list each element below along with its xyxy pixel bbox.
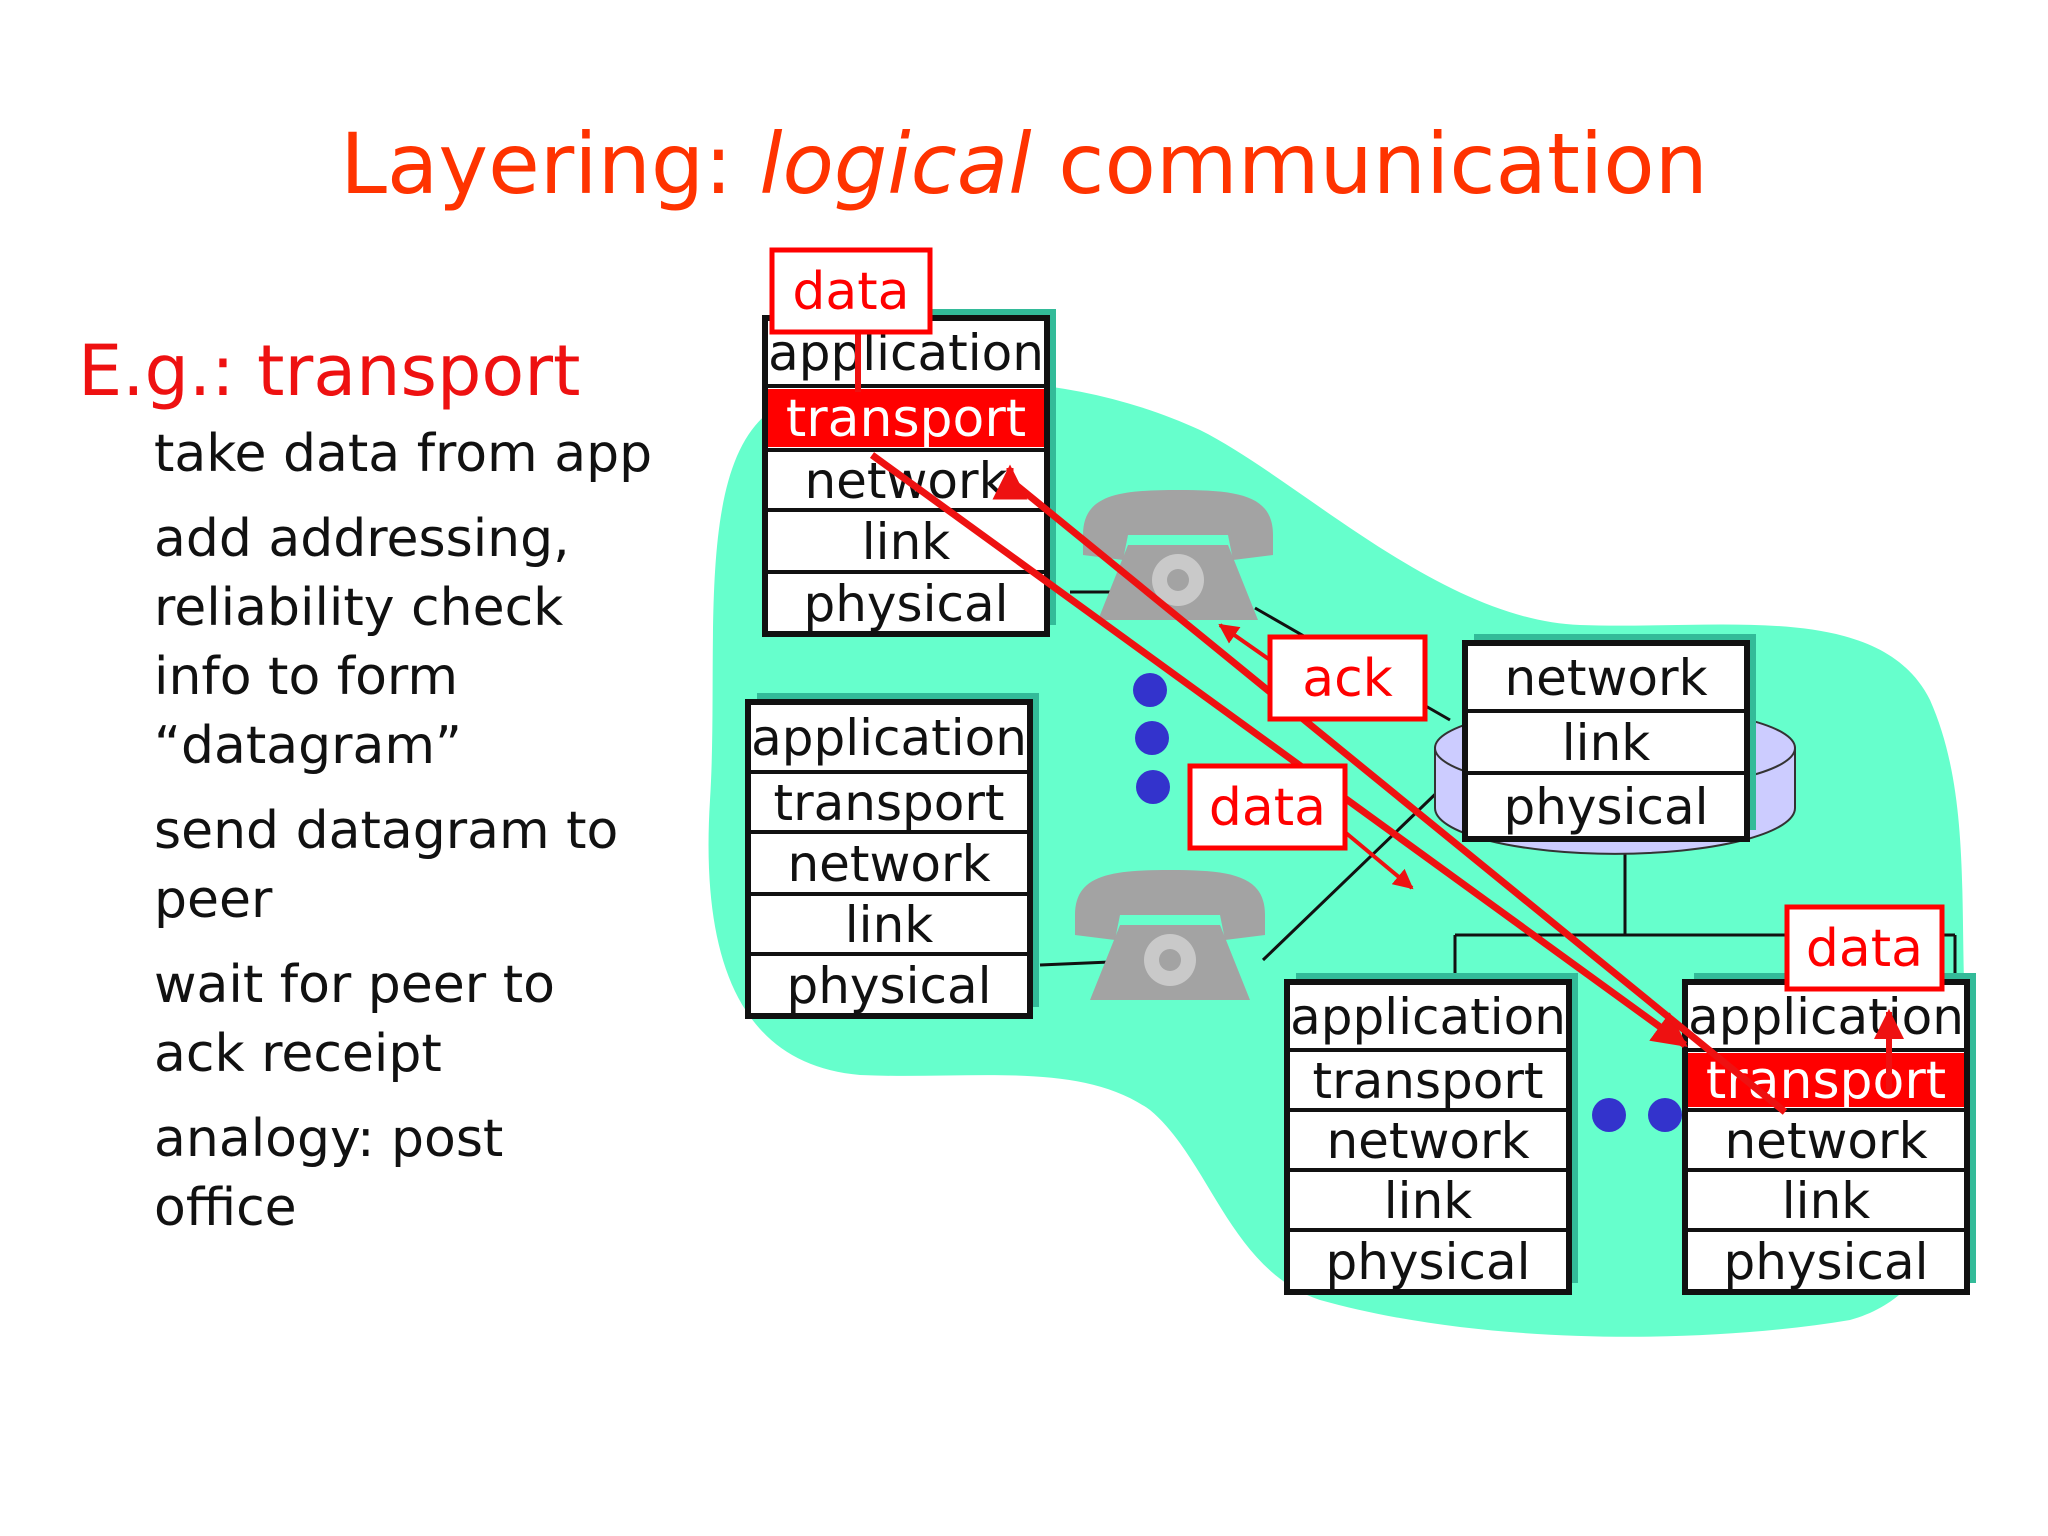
layer-network: network [1287, 1108, 1569, 1170]
layer-label: transport [1312, 1052, 1543, 1110]
bullet-item: send datagram to peer [154, 797, 714, 935]
message-label-data-top: data [769, 247, 933, 335]
layer-link: link [1287, 1168, 1569, 1230]
layer-label: link [1782, 1172, 1870, 1230]
layer-physical: physical [1465, 771, 1747, 836]
layer-label: physical [787, 957, 992, 1015]
layer-label: link [1384, 1172, 1472, 1230]
layer-label: network [1724, 1112, 1927, 1170]
bullet-line: take data from app [154, 424, 653, 484]
bullet-line: analogy: post [154, 1109, 504, 1169]
layer-link: link [748, 892, 1030, 954]
layer-label: physical [804, 575, 1009, 633]
ellipsis-dot [1592, 1098, 1626, 1132]
layer-label: physical [1724, 1233, 1929, 1291]
layer-label: link [862, 513, 950, 571]
flow-arrow [1218, 623, 1272, 662]
layer-transport: transport [1287, 1048, 1569, 1110]
layer-label: link [845, 896, 933, 954]
bullet-item: wait for peer to ack receipt [154, 951, 714, 1089]
layer-label: transport [773, 774, 1004, 832]
layer-physical: physical [1685, 1228, 1967, 1291]
bullet-line: reliability check [154, 578, 564, 638]
layer-network: network [1468, 646, 1744, 708]
layer-label: physical [1504, 778, 1709, 836]
protocol-stack-router: network link physical [1462, 634, 1756, 842]
flow-arrow [1007, 477, 1788, 1115]
layer-label: network [787, 835, 990, 893]
layer-physical: physical [1287, 1228, 1569, 1291]
message-label-text: data [1806, 919, 1923, 979]
layer-link: link [1685, 1168, 1967, 1230]
layer-application: application [1290, 985, 1566, 1047]
ellipsis-dot [1136, 770, 1170, 804]
bullet-line: send datagram to [154, 801, 619, 861]
layer-network: network [1685, 1108, 1967, 1170]
example-heading: E.g.: transport [78, 330, 581, 412]
layer-label: application [1290, 988, 1566, 1046]
bullet-list: take data from app add addressing, reliabi… [154, 420, 714, 1259]
layer-transport: transport [765, 384, 1047, 449]
title-part2: communication [1031, 115, 1708, 213]
link-line [1039, 960, 1111, 967]
telephone-icon [1083, 490, 1273, 620]
layer-label: physical [1326, 1233, 1531, 1291]
message-label-text: data [792, 262, 909, 322]
ellipsis-dot [1135, 721, 1169, 755]
bullet-item: take data from app [154, 420, 714, 489]
message-label-ack: ack [1267, 634, 1428, 722]
bullet-line: office [154, 1178, 297, 1238]
bullet-line: wait for peer to [154, 955, 555, 1015]
bullet-line: ack receipt [154, 1024, 442, 1084]
layer-label: application [751, 709, 1027, 767]
slide-title: Layering: logical communication [0, 115, 2048, 213]
flow-arrow [1338, 826, 1414, 890]
message-label-text: data [1209, 778, 1326, 838]
layer-application: application [1688, 985, 1964, 1047]
telephone-icon [1075, 870, 1265, 1000]
bullet-item: analogy: post office [154, 1105, 714, 1243]
message-label-text: ack [1302, 649, 1393, 709]
title-italic: logical [759, 115, 1032, 213]
layer-label: application [1688, 988, 1964, 1046]
bullet-item: add addressing, reliability check info to … [154, 505, 714, 781]
layer-network: network [748, 830, 1030, 893]
layer-application: application [751, 705, 1027, 769]
flow-arrow [869, 452, 1688, 1048]
ellipsis-dot [1133, 673, 1167, 707]
message-label-data-mid: data [1187, 763, 1348, 851]
layer-physical: physical [748, 952, 1030, 1015]
bullet-line: “datagram” [154, 716, 462, 776]
layer-label: network [1504, 649, 1707, 707]
ellipsis-dot [1648, 1098, 1682, 1132]
layer-transport: transport [1685, 1048, 1967, 1111]
layer-label: network [1326, 1112, 1529, 1170]
layer-label: link [1562, 714, 1650, 772]
bullet-line: info to form [154, 647, 459, 707]
bullet-line: peer [154, 870, 273, 930]
bullet-line: add addressing, [154, 509, 570, 569]
layer-transport: transport [748, 770, 1030, 832]
layer-link: link [765, 508, 1047, 571]
layer-label: transport [786, 389, 1026, 449]
message-label-data-dest: data [1784, 904, 1945, 992]
layer-link: link [1465, 709, 1747, 772]
layer-physical: physical [765, 570, 1047, 633]
title-part1: Layering: [340, 115, 760, 213]
